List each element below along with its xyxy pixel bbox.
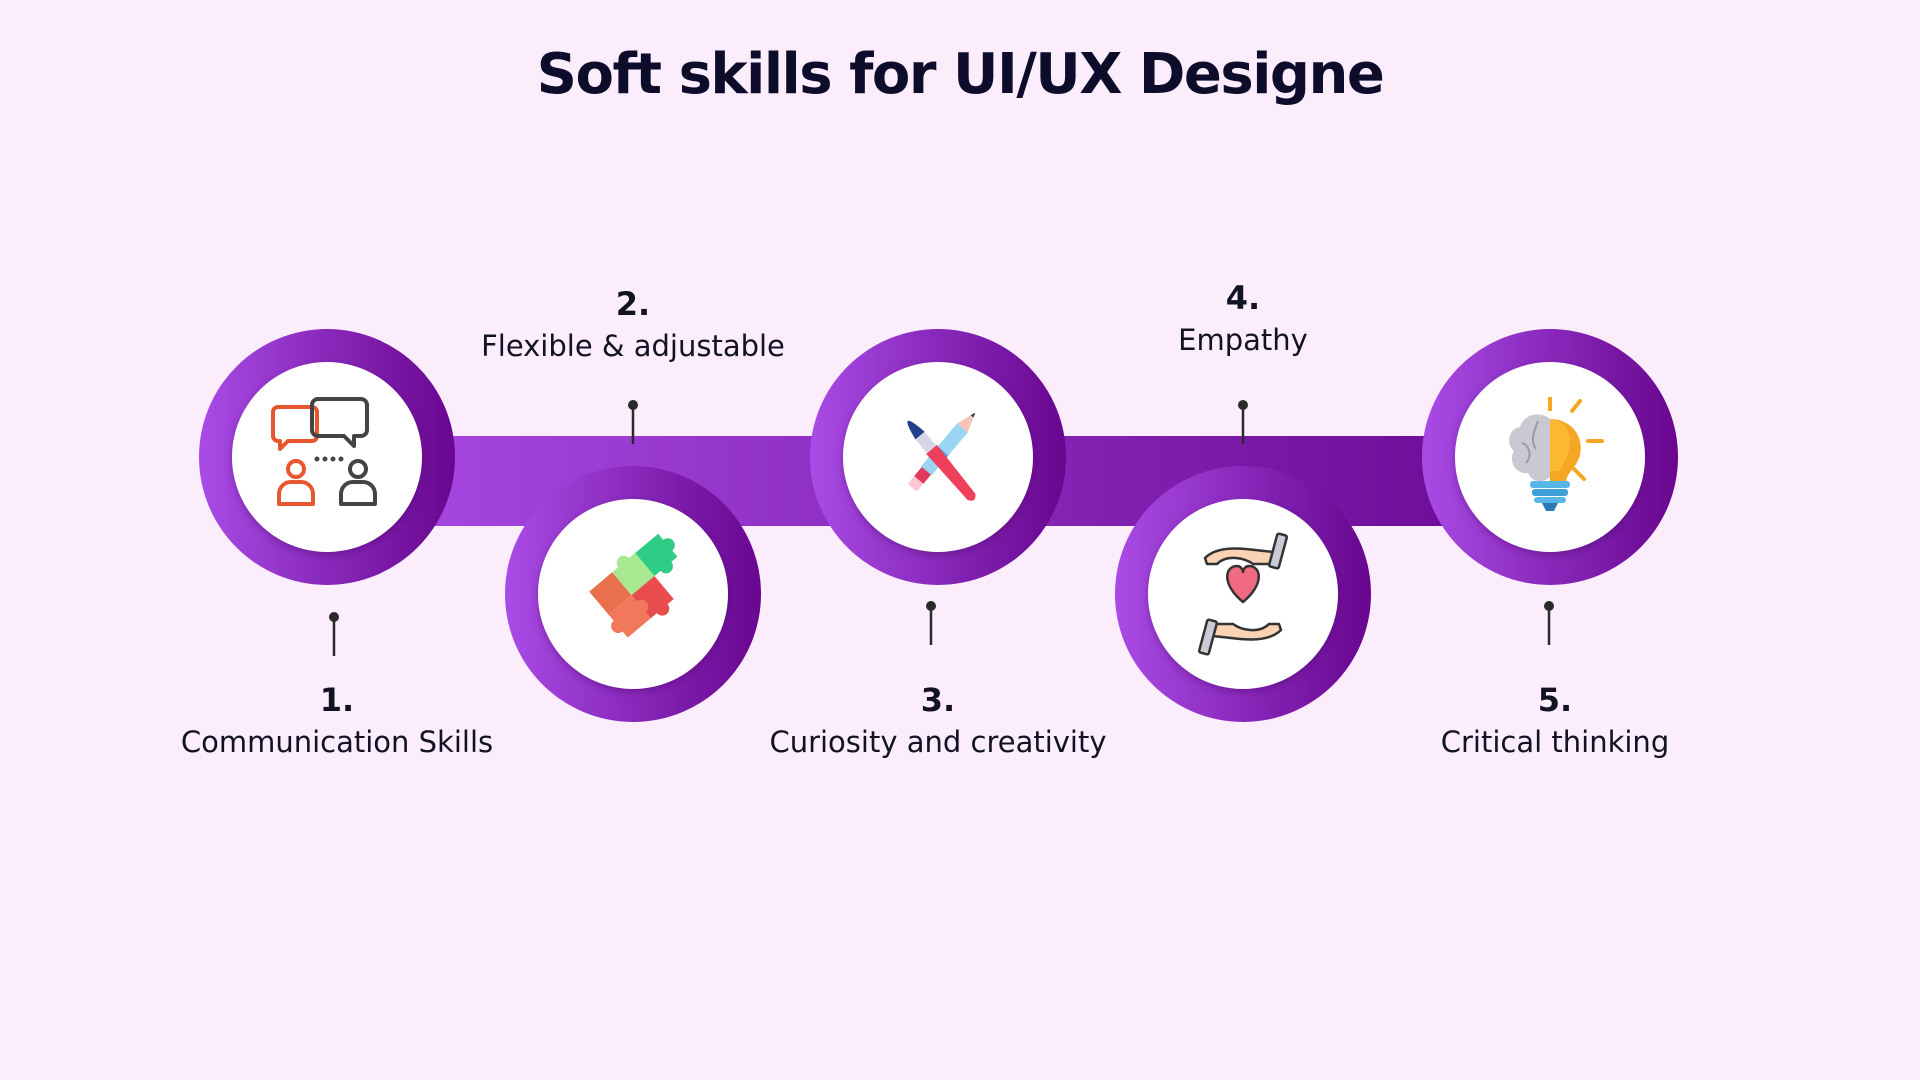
step-1-label: 1. Communication Skills bbox=[107, 680, 567, 764]
brain-bulb-icon bbox=[1509, 397, 1604, 511]
pin-1 bbox=[329, 612, 339, 656]
communication-icon bbox=[271, 397, 377, 506]
pin-2 bbox=[628, 400, 638, 444]
pin-5 bbox=[1544, 601, 1554, 645]
step-1-number: 1. bbox=[319, 681, 355, 719]
puzzle-icon bbox=[589, 533, 678, 638]
step-3-name: Curiosity and creativity bbox=[769, 725, 1107, 759]
hands-heart-icon bbox=[1197, 532, 1289, 656]
page-title: Soft skills for UI/UX Designe bbox=[536, 42, 1385, 107]
step-5-label: 5. Critical thinking bbox=[1325, 680, 1785, 764]
pin-3 bbox=[926, 601, 936, 645]
step-2-name: Flexible & adjustable bbox=[481, 329, 785, 363]
step-2-label: 2. Flexible & adjustable bbox=[403, 284, 863, 368]
step-3-number: 3. bbox=[920, 681, 956, 719]
step-1-name: Communication Skills bbox=[180, 725, 494, 759]
step-3-label: 3. Curiosity and creativity bbox=[708, 680, 1168, 764]
brush-pencil-icon bbox=[907, 412, 976, 501]
step-4-number: 4. bbox=[1225, 279, 1261, 317]
step-2-number: 2. bbox=[615, 285, 651, 323]
step-1-circle bbox=[232, 362, 422, 552]
step-5-number: 5. bbox=[1537, 681, 1573, 719]
pin-4 bbox=[1238, 400, 1248, 444]
step-4-name: Empathy bbox=[1178, 323, 1308, 357]
step-5-name: Critical thinking bbox=[1440, 725, 1670, 759]
step-4-label: 4. Empathy bbox=[1013, 278, 1473, 362]
